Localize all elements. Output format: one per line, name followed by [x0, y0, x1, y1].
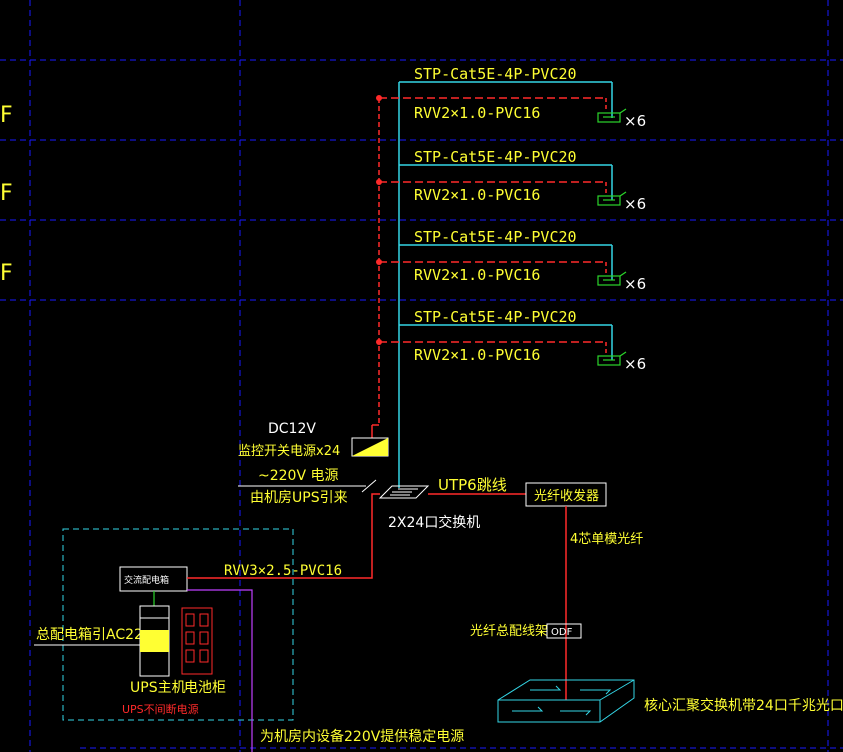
- power-cable-label: RVV2×1.0-PVC16: [414, 266, 540, 284]
- floor-label-3: F: [0, 261, 13, 286]
- ups-note: UPS不间断电源: [122, 702, 199, 716]
- feed-cable-label: RVV3×2.5-PVC16: [224, 563, 342, 579]
- feed-cable-line: [187, 493, 380, 579]
- ups-host-label: UPS主机: [130, 680, 186, 696]
- odf-box-label: ODF: [551, 627, 573, 638]
- main-feed-label: 总配电箱引AC220V: [36, 627, 162, 643]
- core-switch-icon[interactable]: [497, 679, 635, 723]
- power-supply-voltage: DC12V: [268, 421, 316, 437]
- data-cable-label: STP-Cat5E-4P-PVC20: [414, 65, 577, 83]
- camera-count: ×6: [624, 112, 646, 130]
- branch-2: STP-Cat5E-4P-PVC20 RVV2×1.0-PVC16 ×6: [376, 148, 646, 213]
- power-cable-label: RVV2×1.0-PVC16: [414, 186, 540, 204]
- branch-1: STP-Cat5E-4P-PVC20 RVV2×1.0-PVC16 ×6: [376, 65, 646, 130]
- floor-label-2: F: [0, 181, 13, 206]
- ac-source-voltage: ~220V 电源: [258, 468, 338, 484]
- power-supply-unit[interactable]: [351, 437, 389, 457]
- camera-icon: [597, 191, 627, 206]
- ups-host-unit[interactable]: [139, 605, 170, 677]
- ups-room-boundary: [62, 528, 294, 721]
- floor-label-1: F: [0, 103, 13, 128]
- data-cable-label: STP-Cat5E-4P-PVC20: [414, 228, 577, 246]
- camera-count: ×6: [624, 195, 646, 213]
- battery-label: 电池柜: [184, 680, 226, 696]
- room-power-line: [187, 589, 253, 752]
- fiber-label: 4芯单模光纤: [570, 532, 643, 547]
- camera-icon: [597, 351, 627, 366]
- switch-icon[interactable]: [378, 485, 430, 499]
- core-switch-label: 核心汇聚交换机带24口千兆光口: [644, 697, 843, 714]
- power-supply-label: 监控开关电源x24: [238, 444, 340, 459]
- utp6-label: UTP6跳线: [438, 476, 507, 494]
- ac-panel-label: 交流配电箱: [124, 574, 169, 586]
- power-cable-label: RVV2×1.0-PVC16: [414, 346, 540, 364]
- room-note: 为机房内设备220V提供稳定电源: [260, 728, 464, 745]
- camera-count: ×6: [624, 355, 646, 373]
- odf-label: 光纤总配线架: [470, 624, 548, 639]
- odf-box[interactable]: [546, 623, 582, 639]
- ac-source-tick: [361, 479, 377, 493]
- battery-cabinet[interactable]: [181, 607, 213, 675]
- power-cable-label: RVV2×1.0-PVC16: [414, 104, 540, 122]
- camera-icon: [597, 108, 627, 123]
- ac-source-from: 由机房UPS引来: [250, 490, 348, 506]
- camera-count: ×6: [624, 275, 646, 293]
- data-cable-label: STP-Cat5E-4P-PVC20: [414, 148, 577, 166]
- camera-icon: [597, 271, 627, 286]
- switch-label: 2X24口交换机: [388, 514, 480, 531]
- branch-4: STP-Cat5E-4P-PVC20 RVV2×1.0-PVC16 ×6: [376, 308, 646, 373]
- branch-3: STP-Cat5E-4P-PVC20 RVV2×1.0-PVC16 ×6: [376, 228, 646, 293]
- data-cable-label: STP-Cat5E-4P-PVC20: [414, 308, 577, 326]
- transceiver-label: 光纤收发器: [534, 488, 599, 504]
